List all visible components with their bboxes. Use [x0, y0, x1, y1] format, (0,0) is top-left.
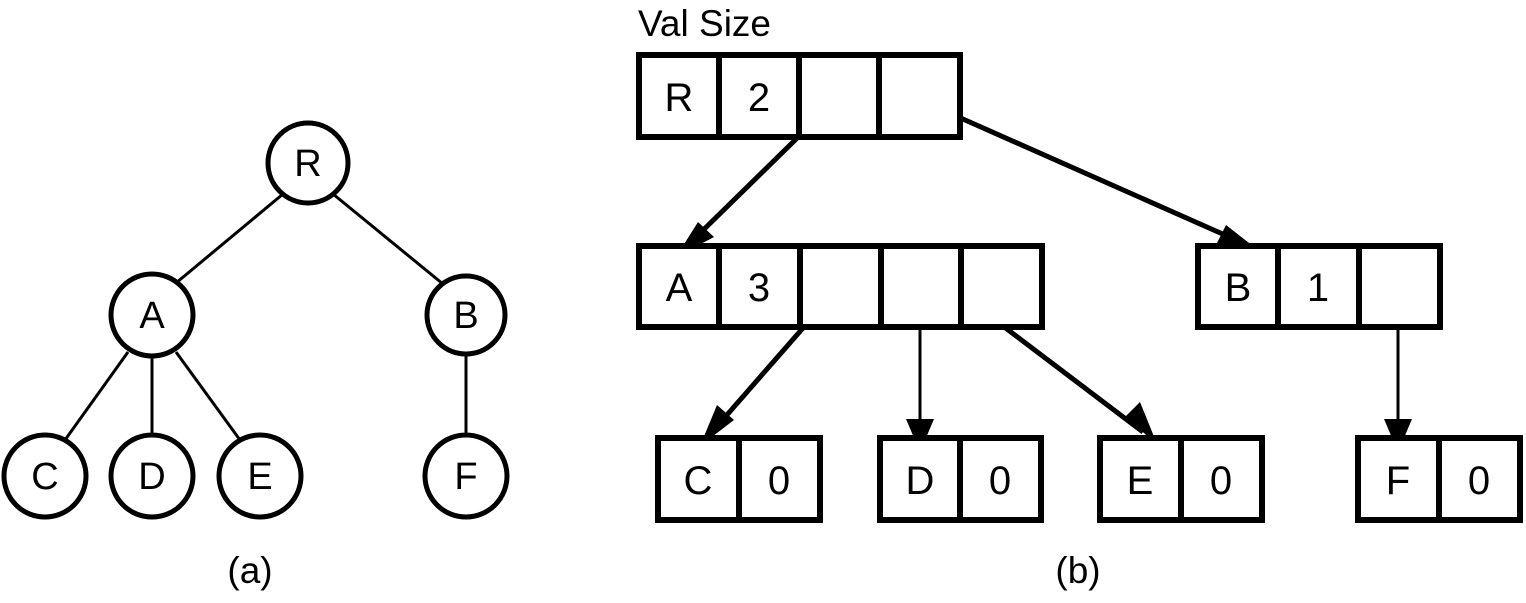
- tree-node-circle-e: [216, 432, 304, 520]
- tree-node-d[interactable]: D: [108, 432, 196, 520]
- tree-node-label-c: C: [31, 456, 58, 498]
- list-cell-val-a: A: [666, 266, 693, 310]
- tree-node-circle-r: [265, 120, 351, 206]
- list-node-box-b: [1195, 243, 1443, 330]
- tree-node-label-d: D: [138, 456, 165, 498]
- tree-node-label-r: R: [294, 143, 321, 185]
- tree-node-circle-c: [1, 432, 89, 520]
- list-cell-size-e: 0: [1210, 459, 1232, 503]
- tree-node-e[interactable]: E: [216, 432, 304, 520]
- tree-edge-r-b: [332, 192, 444, 286]
- list-node-r[interactable]: R 2: [636, 52, 963, 140]
- tree-node-label-b: B: [453, 295, 478, 337]
- tree-node-circle-a: [108, 271, 196, 359]
- list-cell-val-e: E: [1127, 459, 1154, 503]
- tree-node-label-e: E: [247, 456, 272, 498]
- tree-node-label-a: A: [139, 295, 165, 337]
- column-header-val-size: Val Size: [638, 3, 771, 44]
- list-cell-val-b: B: [1225, 266, 1252, 310]
- tree-edge-r-a: [175, 192, 284, 285]
- list-cell-val-f: F: [1386, 459, 1410, 503]
- caption-b: (b): [1055, 550, 1100, 591]
- list-node-d[interactable]: D 0: [877, 435, 1044, 523]
- list-node-a[interactable]: A 3: [636, 243, 1045, 330]
- tree-edges: [63, 192, 468, 441]
- caption-a: (a): [227, 550, 272, 591]
- list-node-c[interactable]: C 0: [655, 435, 823, 523]
- tree-node-a[interactable]: A: [108, 271, 196, 359]
- list-cell-val-d: D: [906, 459, 935, 503]
- list-node-e[interactable]: E 0: [1097, 435, 1265, 523]
- tree-node-f[interactable]: F: [422, 432, 510, 520]
- tree-node-c[interactable]: C: [1, 432, 89, 520]
- list-node-f[interactable]: F 0: [1355, 435, 1523, 523]
- list-cell-val-r: R: [665, 76, 694, 120]
- tree-node-r[interactable]: R: [265, 120, 351, 206]
- tree-edge-a-c: [63, 351, 130, 441]
- pointer-arrow-r-to-b: [918, 94, 1258, 250]
- list-cell-size-c: 0: [768, 459, 790, 503]
- list-cell-size-r: 2: [748, 76, 770, 120]
- list-cell-size-b: 1: [1307, 266, 1329, 310]
- list-cell-size-a: 3: [748, 266, 770, 310]
- tree-node-label-f: F: [454, 456, 477, 498]
- list-cell-size-d: 0: [989, 459, 1011, 503]
- tree-node-circle-f: [422, 432, 510, 520]
- list-cell-val-c: C: [684, 459, 713, 503]
- tree-node-circle-b: [424, 273, 508, 357]
- tree-edge-a-e: [174, 351, 242, 441]
- list-diagram: Val Size: [636, 3, 1523, 523]
- tree-node-b[interactable]: B: [424, 273, 508, 357]
- tree-diagram: R A B C D E: [1, 120, 510, 520]
- list-node-box-a: [636, 243, 1045, 330]
- list-node-b[interactable]: B 1: [1195, 243, 1443, 330]
- list-cell-size-f: 0: [1468, 459, 1490, 503]
- tree-node-circle-d: [108, 432, 196, 520]
